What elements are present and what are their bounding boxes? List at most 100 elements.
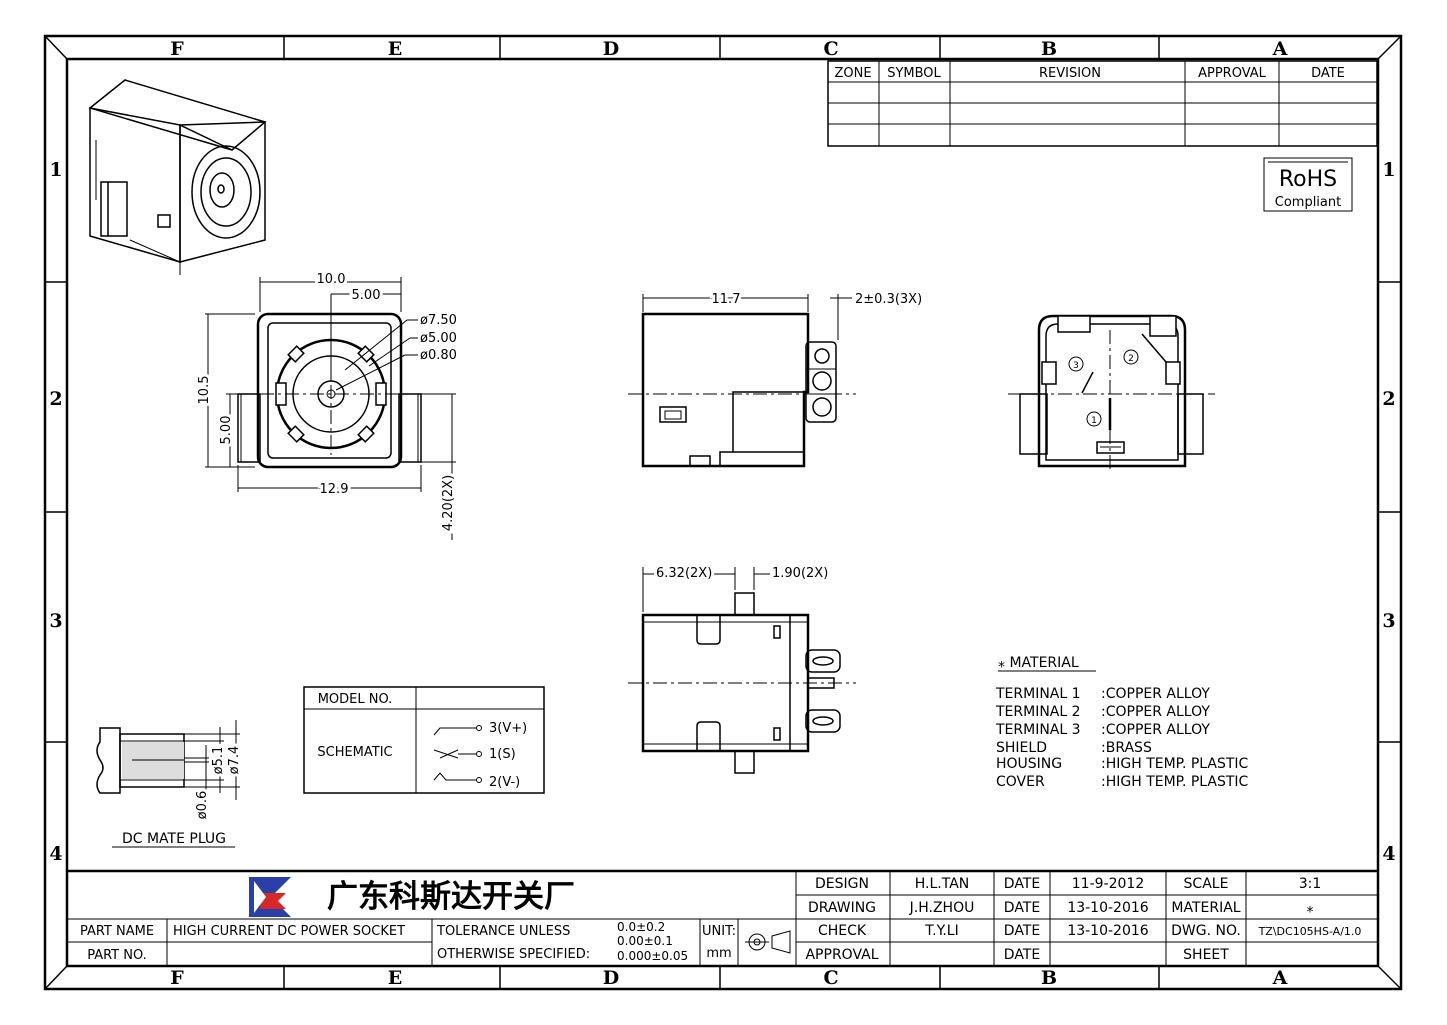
dc-mate-plug: ø5.1 ø7.4 ø0.6 DC MATE PLUG <box>96 720 245 848</box>
sheet-label: SHEET <box>1183 947 1229 963</box>
drawing-label: DRAWING <box>808 900 876 916</box>
rohs-title: RoHS <box>1279 167 1337 192</box>
dim-front-half-height: 5.00 <box>219 416 234 445</box>
mate-plug-label: DC MATE PLUG <box>122 831 226 847</box>
side-view: 11.7 2±0.3(3X) <box>628 289 922 468</box>
unit-value: mm <box>706 946 731 961</box>
bottom-view: 6.32(2X) 1.90(2X) <box>628 563 856 774</box>
design-label: DESIGN <box>815 876 869 892</box>
zone-rows-left: 1 2 3 4 <box>49 159 62 865</box>
scale-value: 3:1 <box>1299 876 1322 892</box>
tolerance-line-2: OTHERWISE SPECIFIED: <box>437 947 590 962</box>
schematic-pin-3: 3(V+) <box>489 721 527 736</box>
model-no-label: MODEL NO. <box>318 692 393 707</box>
material-value: ⁎ <box>1307 900 1314 916</box>
zone-col-label: C <box>823 967 838 989</box>
zone-col-label: B <box>1041 967 1057 989</box>
zone-col-label: D <box>603 967 619 989</box>
material-spec: :COPPER ALLOY <box>1101 722 1210 738</box>
dim-foot: 4.20(2X) <box>441 475 456 531</box>
dim-outer-diameter: ø7.50 <box>420 313 457 328</box>
dim-base-width: 12.9 <box>320 482 349 497</box>
zone-row-label: 2 <box>1382 388 1395 410</box>
material-spec: :COPPER ALLOY <box>1101 704 1210 720</box>
rear-view: 1 2 3 <box>1008 314 1215 472</box>
dim-front-half-width: 5.00 <box>352 288 381 303</box>
zone-col-label: E <box>388 967 402 989</box>
terminal-mark-2: 2 <box>1128 354 1134 364</box>
revision-table: ZONE SYMBOL REVISION APPROVAL DATE <box>827 60 1378 147</box>
zone-row-label: 1 <box>1382 159 1395 181</box>
zone-row-label: 2 <box>49 388 62 410</box>
drawing-date: 13-10-2016 <box>1067 900 1148 916</box>
dim-front-height: 10.5 <box>197 376 212 405</box>
part-name-value: HIGH CURRENT DC POWER SOCKET <box>173 924 405 939</box>
zone-col-label: A <box>1272 967 1288 989</box>
schematic-label: SCHEMATIC <box>317 745 392 760</box>
material-spec: :HIGH TEMP. PLASTIC <box>1101 756 1249 772</box>
material-label: MATERIAL <box>1171 900 1240 916</box>
dim-pin-diameter: ø0.80 <box>420 348 457 363</box>
design-date: 11-9-2012 <box>1072 876 1144 892</box>
material-part: HOUSING <box>996 756 1062 772</box>
material-part: SHIELD <box>996 740 1047 756</box>
part-no-label: PART NO. <box>87 948 147 963</box>
dim-plug-d3: ø0.6 <box>195 791 210 820</box>
material-spec: :HIGH TEMP. PLASTIC <box>1101 774 1249 790</box>
material-part: COVER <box>996 774 1045 790</box>
drawing-date-label: DATE <box>1004 900 1040 916</box>
material-spec: :COPPER ALLOY <box>1101 686 1210 702</box>
design-date-label: DATE <box>1004 876 1040 892</box>
dwg-no-label: DWG. NO. <box>1171 923 1241 939</box>
terminal-mark-3: 3 <box>1073 361 1079 371</box>
dim-pitch-b: 1.90(2X) <box>772 566 828 581</box>
title-block: 广东科斯达开关厂 PART NAME HIGH CURRENT DC POWER… <box>67 869 1378 966</box>
check-date-label: DATE <box>1004 923 1040 939</box>
zone-col-label: D <box>603 38 619 60</box>
schematic-symbol <box>433 725 482 783</box>
zone-row-label: 4 <box>1382 843 1395 865</box>
drawing-frame <box>43 34 1403 991</box>
material-part: TERMINAL 3 <box>995 722 1081 738</box>
projection-symbol-icon <box>745 930 791 954</box>
approval-label: APPROVAL <box>805 947 878 963</box>
zone-col-label: E <box>388 38 402 60</box>
zone-row-label: 3 <box>1382 610 1395 632</box>
rohs-badge: RoHS Compliant <box>1263 157 1353 212</box>
dim-plug-d1: ø5.1 <box>211 746 226 775</box>
schematic-pin-2: 2(V-) <box>489 775 520 790</box>
tolerance-line-1: TOLERANCE UNLESS <box>436 924 570 939</box>
dim-front-width: 10.0 <box>317 272 346 287</box>
revision-header-zone: ZONE <box>834 66 871 81</box>
dim-plug-d2: ø7.4 <box>227 746 242 775</box>
terminal-mark-1: 1 <box>1091 416 1097 426</box>
revision-header-revision: REVISION <box>1039 66 1101 81</box>
tolerance-value-2: 0.00±0.1 <box>617 934 673 948</box>
zone-rows-right: 1 2 3 4 <box>1382 159 1395 865</box>
zone-row-label: 4 <box>49 843 62 865</box>
company-name: 广东科斯达开关厂 <box>327 879 575 915</box>
check-label: CHECK <box>818 923 867 939</box>
material-title: ⁎ MATERIAL <box>998 655 1079 671</box>
zone-columns-bottom: F E D C B A <box>170 967 1287 989</box>
dwg-no-value: TZ\DC105HS-A/1.0 <box>1258 925 1362 938</box>
rohs-subtitle: Compliant <box>1275 195 1341 210</box>
check-name: T.Y.LI <box>924 923 958 939</box>
dim-mid-diameter: ø5.00 <box>420 331 457 346</box>
company-logo <box>249 877 291 917</box>
dim-terminal-width: 2±0.3(3X) <box>855 292 922 307</box>
tolerance-value-1: 0.0±0.2 <box>617 920 665 934</box>
front-view: 10.0 5.00 ø7.50 ø5.00 ø0.80 10.5 5.00 12… <box>194 269 459 540</box>
zone-row-label: 1 <box>49 159 62 181</box>
approval-date-label: DATE <box>1004 947 1040 963</box>
revision-header-approval: APPROVAL <box>1198 66 1267 81</box>
zone-col-label: A <box>1272 38 1288 60</box>
material-part: TERMINAL 2 <box>995 704 1081 720</box>
check-date: 13-10-2016 <box>1067 923 1148 939</box>
dim-pitch-a: 6.32(2X) <box>656 566 712 581</box>
zone-col-label: C <box>823 38 838 60</box>
material-part: TERMINAL 1 <box>995 686 1081 702</box>
dim-side-length: 11.7 <box>712 292 741 307</box>
unit-label: UNIT: <box>702 924 736 939</box>
design-name: H.L.TAN <box>915 876 970 892</box>
